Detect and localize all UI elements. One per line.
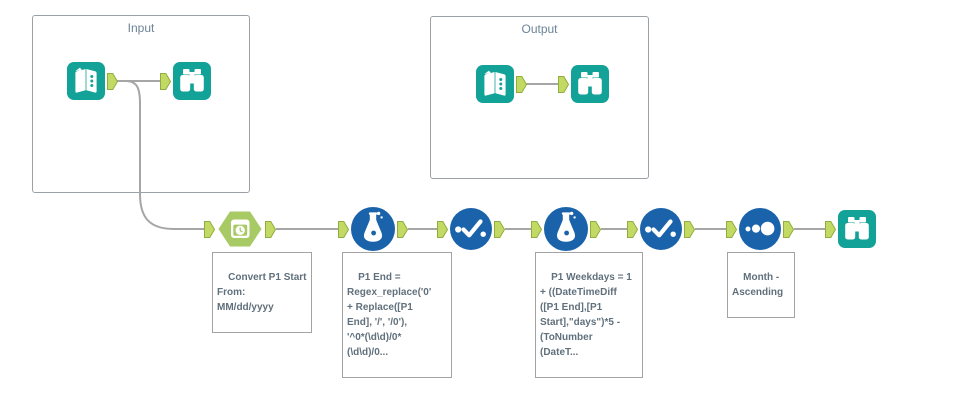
check-dots-icon	[640, 208, 682, 250]
three-dots-icon	[739, 208, 781, 250]
container-label: Input	[127, 21, 155, 35]
browse-tool[interactable]	[558, 65, 609, 103]
binoculars-icon	[838, 210, 876, 248]
tool-annotation-sort[interactable]: Month - Ascending	[727, 252, 795, 318]
wire-input-to-datetime[interactable]	[117, 80, 204, 230]
input-anchor[interactable]	[627, 220, 638, 238]
binoculars-icon	[173, 62, 211, 100]
book-icon	[67, 62, 105, 100]
input-anchor[interactable]	[531, 220, 542, 238]
input-anchor[interactable]	[558, 75, 569, 93]
output-anchor[interactable]	[265, 220, 276, 238]
input-anchor[interactable]	[726, 220, 737, 238]
annotation-text: Month - Ascending	[732, 272, 784, 298]
annotation-text: P1 Weekdays = 1 + ((DateTimeDiff ([P1 En…	[540, 272, 632, 358]
input-anchor[interactable]	[825, 220, 836, 238]
input-anchor[interactable]	[338, 220, 349, 238]
tool-annotation-datetime[interactable]: Convert P1 Start From: MM/dd/yyyy	[212, 252, 312, 333]
input-anchor[interactable]	[160, 72, 171, 90]
browse-tool[interactable]	[160, 62, 211, 100]
flask-icon	[544, 207, 588, 251]
input-anchor[interactable]	[437, 220, 448, 238]
datetime-tool[interactable]	[204, 209, 276, 249]
annotation-text: Convert P1 Start From: MM/dd/yyyy	[217, 272, 307, 313]
input-data-tool[interactable]	[476, 65, 527, 103]
tool-annotation-formula2[interactable]: P1 Weekdays = 1 + ((DateTimeDiff ([P1 En…	[535, 252, 643, 378]
calendar-clock-icon	[218, 211, 262, 247]
output-anchor[interactable]	[516, 75, 527, 93]
check-dots-icon	[450, 208, 492, 250]
output-anchor[interactable]	[397, 220, 408, 238]
flask-icon	[351, 207, 395, 251]
output-anchor[interactable]	[684, 220, 695, 238]
select-tool[interactable]	[437, 208, 505, 250]
tool-container-output[interactable]: Output	[430, 16, 649, 179]
browse-tool[interactable]	[825, 210, 876, 248]
container-label: Output	[521, 22, 558, 36]
input-data-tool[interactable]	[67, 62, 118, 100]
annotation-text: P1 End = Regex_replace('0' + Replace([P1…	[347, 272, 432, 358]
sort-tool[interactable]	[726, 208, 794, 250]
input-anchor[interactable]	[204, 220, 215, 238]
book-icon	[476, 65, 514, 103]
output-anchor[interactable]	[107, 72, 118, 90]
formula-tool[interactable]	[338, 207, 408, 251]
tool-annotation-formula1[interactable]: P1 End = Regex_replace('0' + Replace([P1…	[342, 252, 452, 378]
output-anchor[interactable]	[590, 220, 601, 238]
output-anchor[interactable]	[783, 220, 794, 238]
binoculars-icon	[571, 65, 609, 103]
output-anchor[interactable]	[494, 220, 505, 238]
select-tool[interactable]	[627, 208, 695, 250]
formula-tool[interactable]	[531, 207, 601, 251]
